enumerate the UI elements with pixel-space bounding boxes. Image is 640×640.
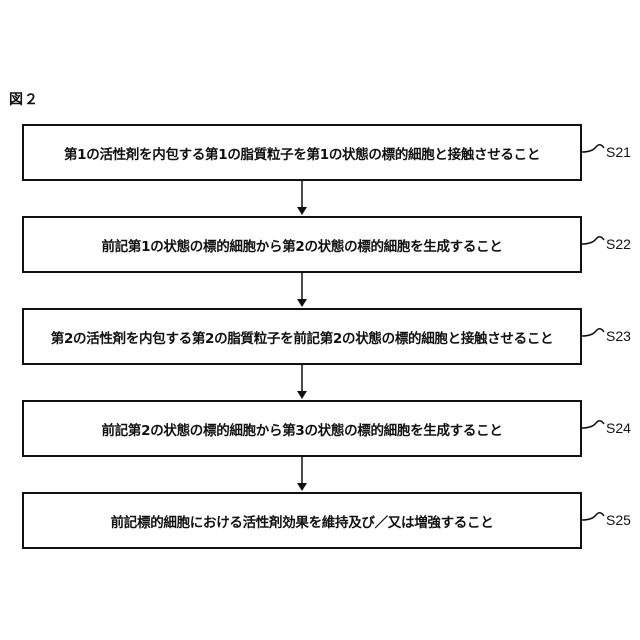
leader-line-s22 xyxy=(582,237,604,244)
leader-line-s21 xyxy=(582,145,604,152)
leader-line-s25 xyxy=(582,513,604,520)
arrowhead-1 xyxy=(297,207,307,215)
leader-line-s24 xyxy=(582,421,604,428)
leader-line-s23 xyxy=(582,329,604,336)
arrowhead-3 xyxy=(297,391,307,399)
arrowhead-4 xyxy=(297,483,307,491)
arrowhead-2 xyxy=(297,299,307,307)
